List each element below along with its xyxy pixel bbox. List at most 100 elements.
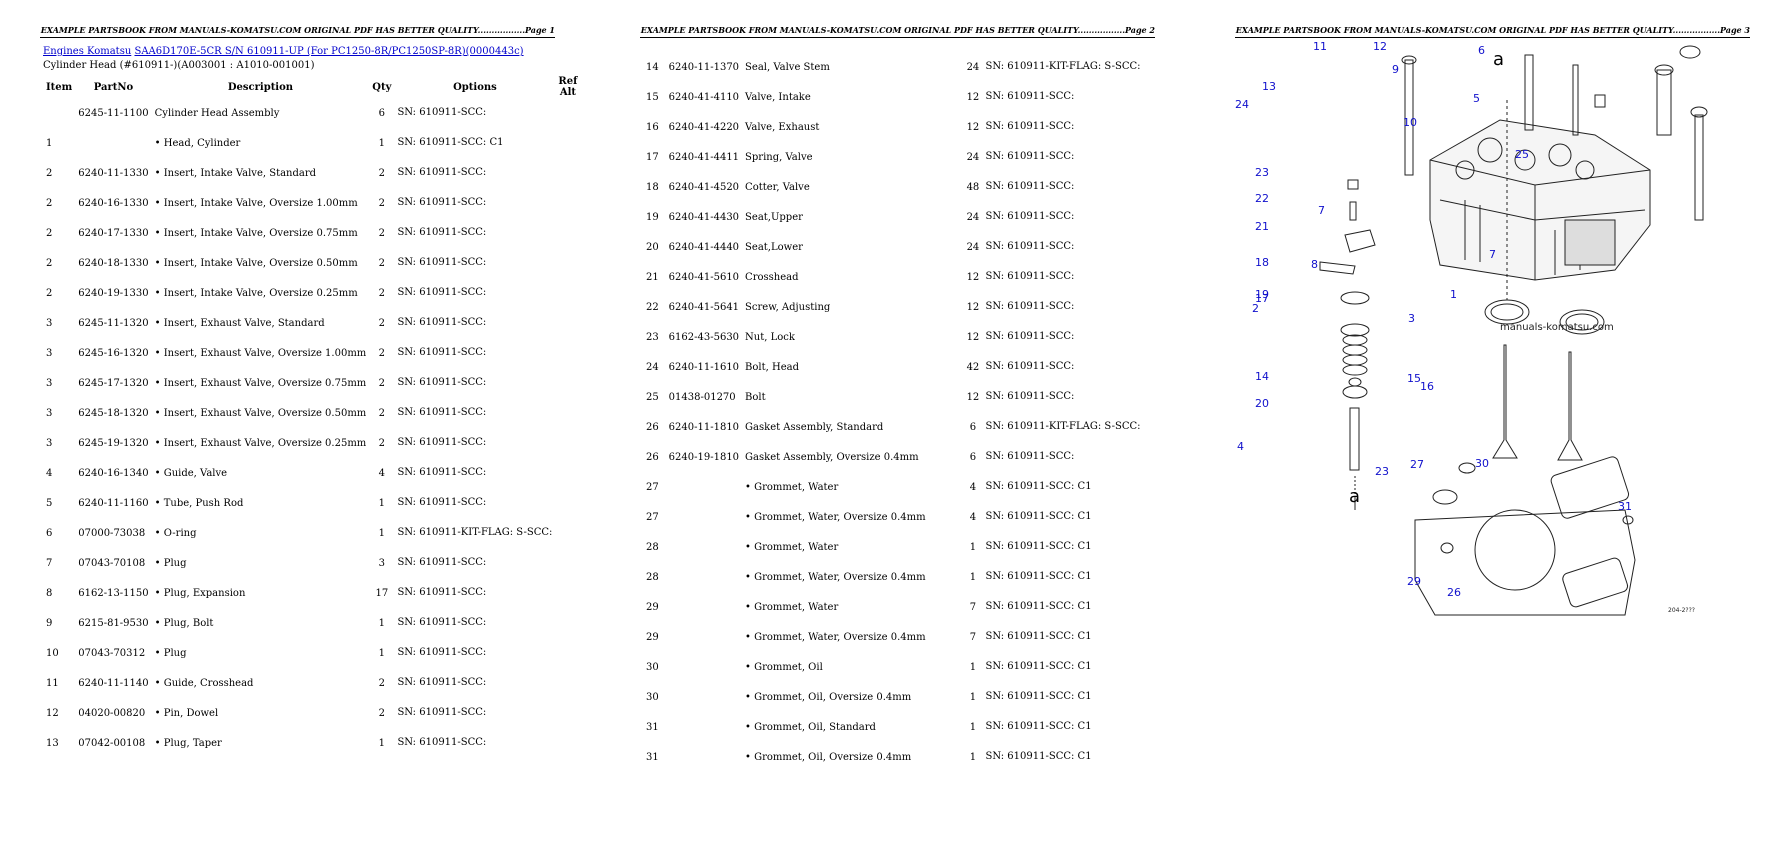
options-cell: SN: 610911-SCC: xyxy=(397,557,487,568)
refalt-cell xyxy=(555,458,580,488)
options-cell: SN: 610911-SCC: C1 xyxy=(985,511,1092,522)
refalt-cell xyxy=(555,308,580,338)
description-cell: Valve, Intake xyxy=(745,91,811,103)
qty-cell: 12 xyxy=(966,301,980,313)
options-cell: SN: 610911-SCC: xyxy=(985,91,1075,102)
description-cell: • Insert, Exhaust Valve, Standard xyxy=(154,317,325,329)
qty-cell: 2 xyxy=(378,347,386,359)
item-cell: 30 xyxy=(646,661,659,673)
item-cell: 3 xyxy=(46,347,53,359)
col-item: Item xyxy=(46,81,73,93)
partno-cell: 6240-41-4411 xyxy=(668,151,740,163)
description-cell: • Plug, Bolt xyxy=(154,617,214,629)
callout-15: 15 xyxy=(1407,372,1421,385)
callout-5: 5 xyxy=(1473,92,1480,105)
refalt-cell xyxy=(555,278,580,308)
partno-cell: 6240-11-1610 xyxy=(668,361,740,373)
refalt-cell xyxy=(1144,502,1161,532)
callout-31: 31 xyxy=(1618,500,1632,513)
refalt-cell xyxy=(555,608,580,638)
options-cell: SN: 610911-SCC: C1 xyxy=(985,691,1092,702)
item-cell: 31 xyxy=(646,721,659,733)
qty-cell: 1 xyxy=(378,497,386,509)
options-cell: SN: 610911-SCC: xyxy=(397,227,487,238)
partno-cell xyxy=(666,652,742,682)
description-cell: Nut, Lock xyxy=(745,331,795,343)
options-cell: SN: 610911-SCC: xyxy=(985,181,1075,192)
options-cell: SN: 610911-SCC: xyxy=(985,331,1075,342)
options-cell: SN: 610911-SCC: xyxy=(397,287,487,298)
item-cell: 2 xyxy=(46,227,53,239)
partno-cell: 6240-41-5641 xyxy=(668,301,740,313)
description-cell: • Grommet, Water, Oversize 0.4mm xyxy=(745,571,926,583)
item-cell: 20 xyxy=(646,241,659,253)
refalt-cell xyxy=(555,218,580,248)
qty-cell: 1 xyxy=(378,617,386,629)
page-header: EXAMPLE PARTSBOOK FROM MANUALS-KOMATSU.C… xyxy=(1235,25,1750,38)
refalt-cell xyxy=(1144,652,1161,682)
options-cell: SN: 610911-SCC: C1 xyxy=(985,601,1092,612)
refalt-cell xyxy=(1144,142,1161,172)
refalt-cell xyxy=(555,548,580,578)
refalt-cell xyxy=(555,578,580,608)
refalt-cell xyxy=(555,98,580,128)
item-cell: 26 xyxy=(646,451,659,463)
callout-23: 23 xyxy=(1255,166,1269,179)
qty-cell: 17 xyxy=(375,587,389,599)
item-cell: 17 xyxy=(646,151,659,163)
partno-cell xyxy=(666,682,742,712)
item-cell: 3 xyxy=(46,377,53,389)
col-description: Description xyxy=(227,81,294,93)
breadcrumb-link-engines[interactable]: Engines Komatsu xyxy=(43,46,132,57)
item-cell: 28 xyxy=(646,541,659,553)
options-cell: SN: 610911-SCC: xyxy=(397,407,487,418)
options-cell: SN: 610911-SCC: xyxy=(397,197,487,208)
options-cell: SN: 610911-SCC: xyxy=(985,391,1075,402)
description-cell: • Grommet, Oil, Standard xyxy=(745,721,876,733)
refalt-cell xyxy=(555,668,580,698)
refalt-cell xyxy=(1144,562,1161,592)
breadcrumb-link-model[interactable]: SAA6D170E-5CR S/N 610911-UP (For PC1250-… xyxy=(134,46,524,57)
partno-cell: 6240-11-1810 xyxy=(668,421,740,433)
options-cell: SN: 610911-SCC: xyxy=(397,497,487,508)
options-cell: SN: 610911-SCC: C1 xyxy=(985,721,1092,732)
options-cell: SN: 610911-SCC: xyxy=(397,467,487,478)
refalt-cell xyxy=(555,428,580,458)
partno-cell: 07043-70108 xyxy=(78,557,146,569)
options-cell: SN: 610911-SCC: xyxy=(397,317,487,328)
drawing-code: 204-2??? xyxy=(1668,607,1695,614)
qty-cell: 2 xyxy=(378,227,386,239)
partno-cell xyxy=(666,472,742,502)
qty-cell: 6 xyxy=(969,421,977,433)
item-cell: 30 xyxy=(646,691,659,703)
description-cell: • Guide, Crosshead xyxy=(154,677,254,689)
item-cell: 18 xyxy=(646,181,659,193)
item-cell: 29 xyxy=(646,601,659,613)
partno-cell xyxy=(666,532,742,562)
callout-13: 13 xyxy=(1262,80,1276,93)
item-cell: 26 xyxy=(646,421,659,433)
item-cell: 15 xyxy=(646,91,659,103)
callout-17: 17 xyxy=(1255,292,1269,305)
qty-cell: 2 xyxy=(378,257,386,269)
callout-7: 7 xyxy=(1318,204,1325,217)
description-cell: • Grommet, Water xyxy=(745,601,839,613)
qty-cell: 2 xyxy=(378,167,386,179)
description-cell: • Pin, Dowel xyxy=(154,707,219,719)
item-cell xyxy=(43,98,75,128)
item-cell: 1 xyxy=(46,137,53,149)
qty-cell: 7 xyxy=(969,601,977,613)
refalt-cell xyxy=(1144,742,1161,772)
refalt-cell xyxy=(1144,52,1161,82)
partno-cell: 04020-00820 xyxy=(78,707,146,719)
